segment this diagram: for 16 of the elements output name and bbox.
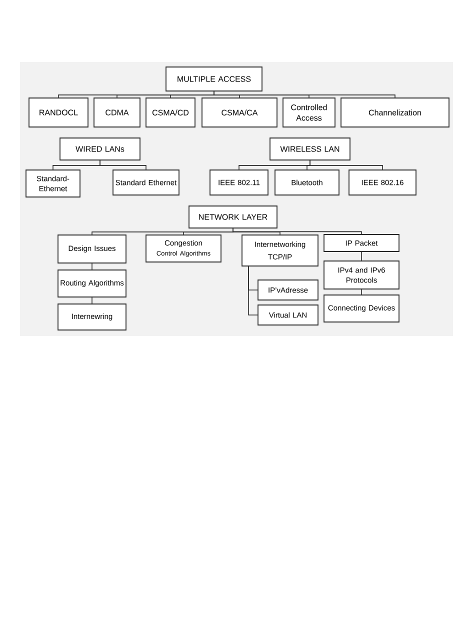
- connector-line: [361, 252, 362, 261]
- connector-line: [248, 266, 258, 316]
- box: WIRED LANs: [60, 138, 140, 160]
- box: Controlled Access: [282, 98, 336, 128]
- connector-line: [361, 289, 362, 295]
- box: RANDOCL: [28, 98, 88, 128]
- box: WIRELESS LAN: [270, 138, 350, 160]
- box: MULTIPLE ACCESS: [166, 66, 262, 92]
- box: CSMA/CD: [146, 98, 196, 128]
- box: CDMA: [94, 98, 140, 128]
- box: CSMA/CA: [202, 98, 278, 128]
- box: Channelization: [340, 98, 450, 128]
- box: NETWORK LAYER: [188, 206, 278, 228]
- connector-line: [232, 228, 362, 234]
- connector-line: [310, 160, 383, 170]
- connector-line: [100, 160, 146, 170]
